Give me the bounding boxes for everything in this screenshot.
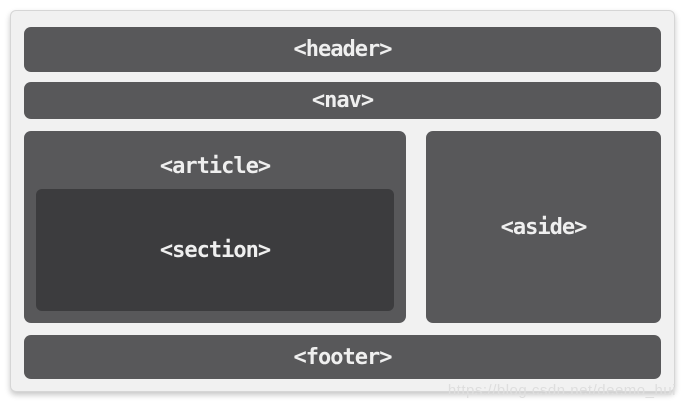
footer-box: <footer> xyxy=(24,335,661,379)
aside-box-label: <aside> xyxy=(500,214,588,240)
csdn-watermark: https://blog.csdn.net/deemo_hui xyxy=(447,382,676,399)
article-box: <article> <section> xyxy=(24,131,406,323)
article-label-row: <article> xyxy=(24,143,406,189)
layout-diagram-frame: <header> <nav> <article> <section> <asid… xyxy=(10,10,675,392)
aside-box: <aside> xyxy=(426,131,661,323)
section-box-label: <section> xyxy=(159,237,271,263)
article-box-label: <article> xyxy=(159,153,271,179)
nav-box: <nav> xyxy=(24,82,661,119)
nav-box-label: <nav> xyxy=(311,88,374,113)
header-box: <header> xyxy=(24,27,661,72)
header-box-label: <header> xyxy=(293,37,393,62)
middle-row: <article> <section> <aside> xyxy=(24,131,661,323)
section-box: <section> xyxy=(36,189,394,311)
footer-box-label: <footer> xyxy=(293,344,393,370)
